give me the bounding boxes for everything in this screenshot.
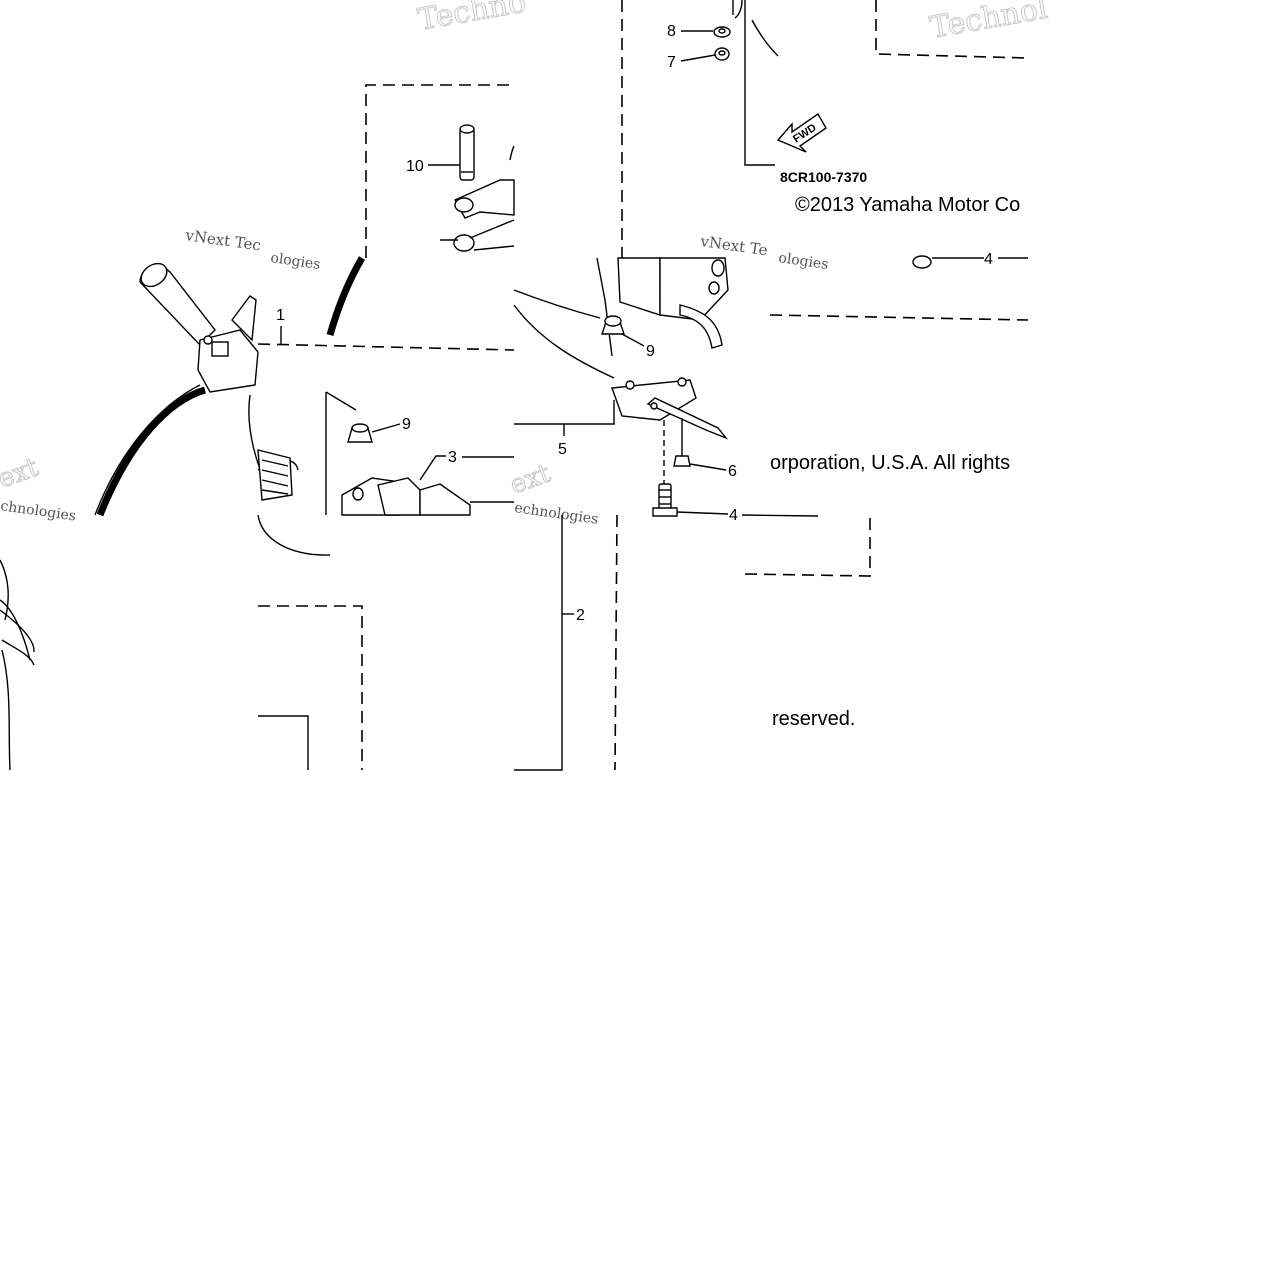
callout-3: 3	[448, 449, 457, 466]
washer-part-8	[713, 26, 731, 38]
tile-fwd-info: 8 7 FWD 8CR100-7370 ©2013 Yamaha Motor C…	[415, 0, 1051, 258]
nut-part-9	[347, 423, 373, 443]
tile-lower-right: reserved.	[744, 515, 871, 730]
watermark-vnext-left: vNext Tec	[183, 226, 262, 255]
pin-part-10	[459, 124, 475, 181]
handlebar-grip	[139, 262, 259, 393]
switch-block-part-3	[341, 477, 471, 516]
callout-8: 8	[667, 23, 676, 40]
nut-part-9-b	[601, 315, 625, 335]
copyright-line-1: ©2013 Yamaha Motor Co	[795, 194, 1020, 216]
callout-6: 6	[728, 463, 737, 480]
callout-7: 7	[667, 54, 676, 71]
washer-part-7	[714, 47, 730, 61]
watermark-ologies-mid: ologies	[777, 250, 829, 273]
tile-pivot-bolt: 10	[365, 84, 515, 258]
diagram-code: 8CR100-7370	[780, 169, 867, 185]
tile-lower-mid: 2	[258, 514, 618, 771]
callout-10: 10	[406, 158, 424, 175]
fwd-arrow-icon: FWD	[776, 112, 827, 153]
callout-9b: 9	[646, 343, 655, 360]
watermark-ext-left: ext	[0, 452, 43, 494]
callout-2: 2	[576, 607, 585, 624]
callout-9a: 9	[402, 416, 411, 433]
copyright-line-2: orporation, U.S.A. All rights	[770, 452, 1010, 474]
screw-part-6	[673, 418, 691, 467]
callout-5: 5	[558, 441, 567, 458]
watermark-techno-top: Techno	[415, 0, 528, 38]
watermark-technologies-mid: echnologies	[513, 500, 599, 528]
callout-1: 1	[276, 307, 285, 324]
switch-box-outline	[257, 343, 515, 351]
bolt-part-4	[652, 483, 678, 517]
hull-curve-upper	[326, 256, 366, 336]
watermark-technologies-left: chnologies	[0, 498, 77, 524]
bracket-part-5	[611, 377, 729, 440]
callout-4b: 4	[984, 251, 993, 268]
watermark-ologies-left: ologies	[269, 250, 321, 273]
watermark-ext-mid: ext	[506, 458, 555, 500]
hull-curve-thick	[96, 386, 207, 517]
tile-handlebar: 1 9 3 vNext Tec ologies ext chnologies	[0, 226, 515, 556]
pivot-box-outline	[365, 84, 514, 258]
watermark-vnext-mid: vNext Te	[698, 232, 768, 259]
watermark-technol-topright: Technol	[927, 0, 1050, 46]
vent-grille	[257, 449, 293, 501]
washer-part-4-b	[912, 255, 932, 269]
tile-lower-left	[0, 559, 35, 771]
callout-4a: 4	[729, 507, 738, 524]
junction-block	[617, 257, 729, 349]
copyright-line-3: reserved.	[772, 708, 855, 730]
tile-bracket-assembly: 9 5 6 4	[506, 232, 1029, 528]
hull-curve	[94, 384, 201, 516]
